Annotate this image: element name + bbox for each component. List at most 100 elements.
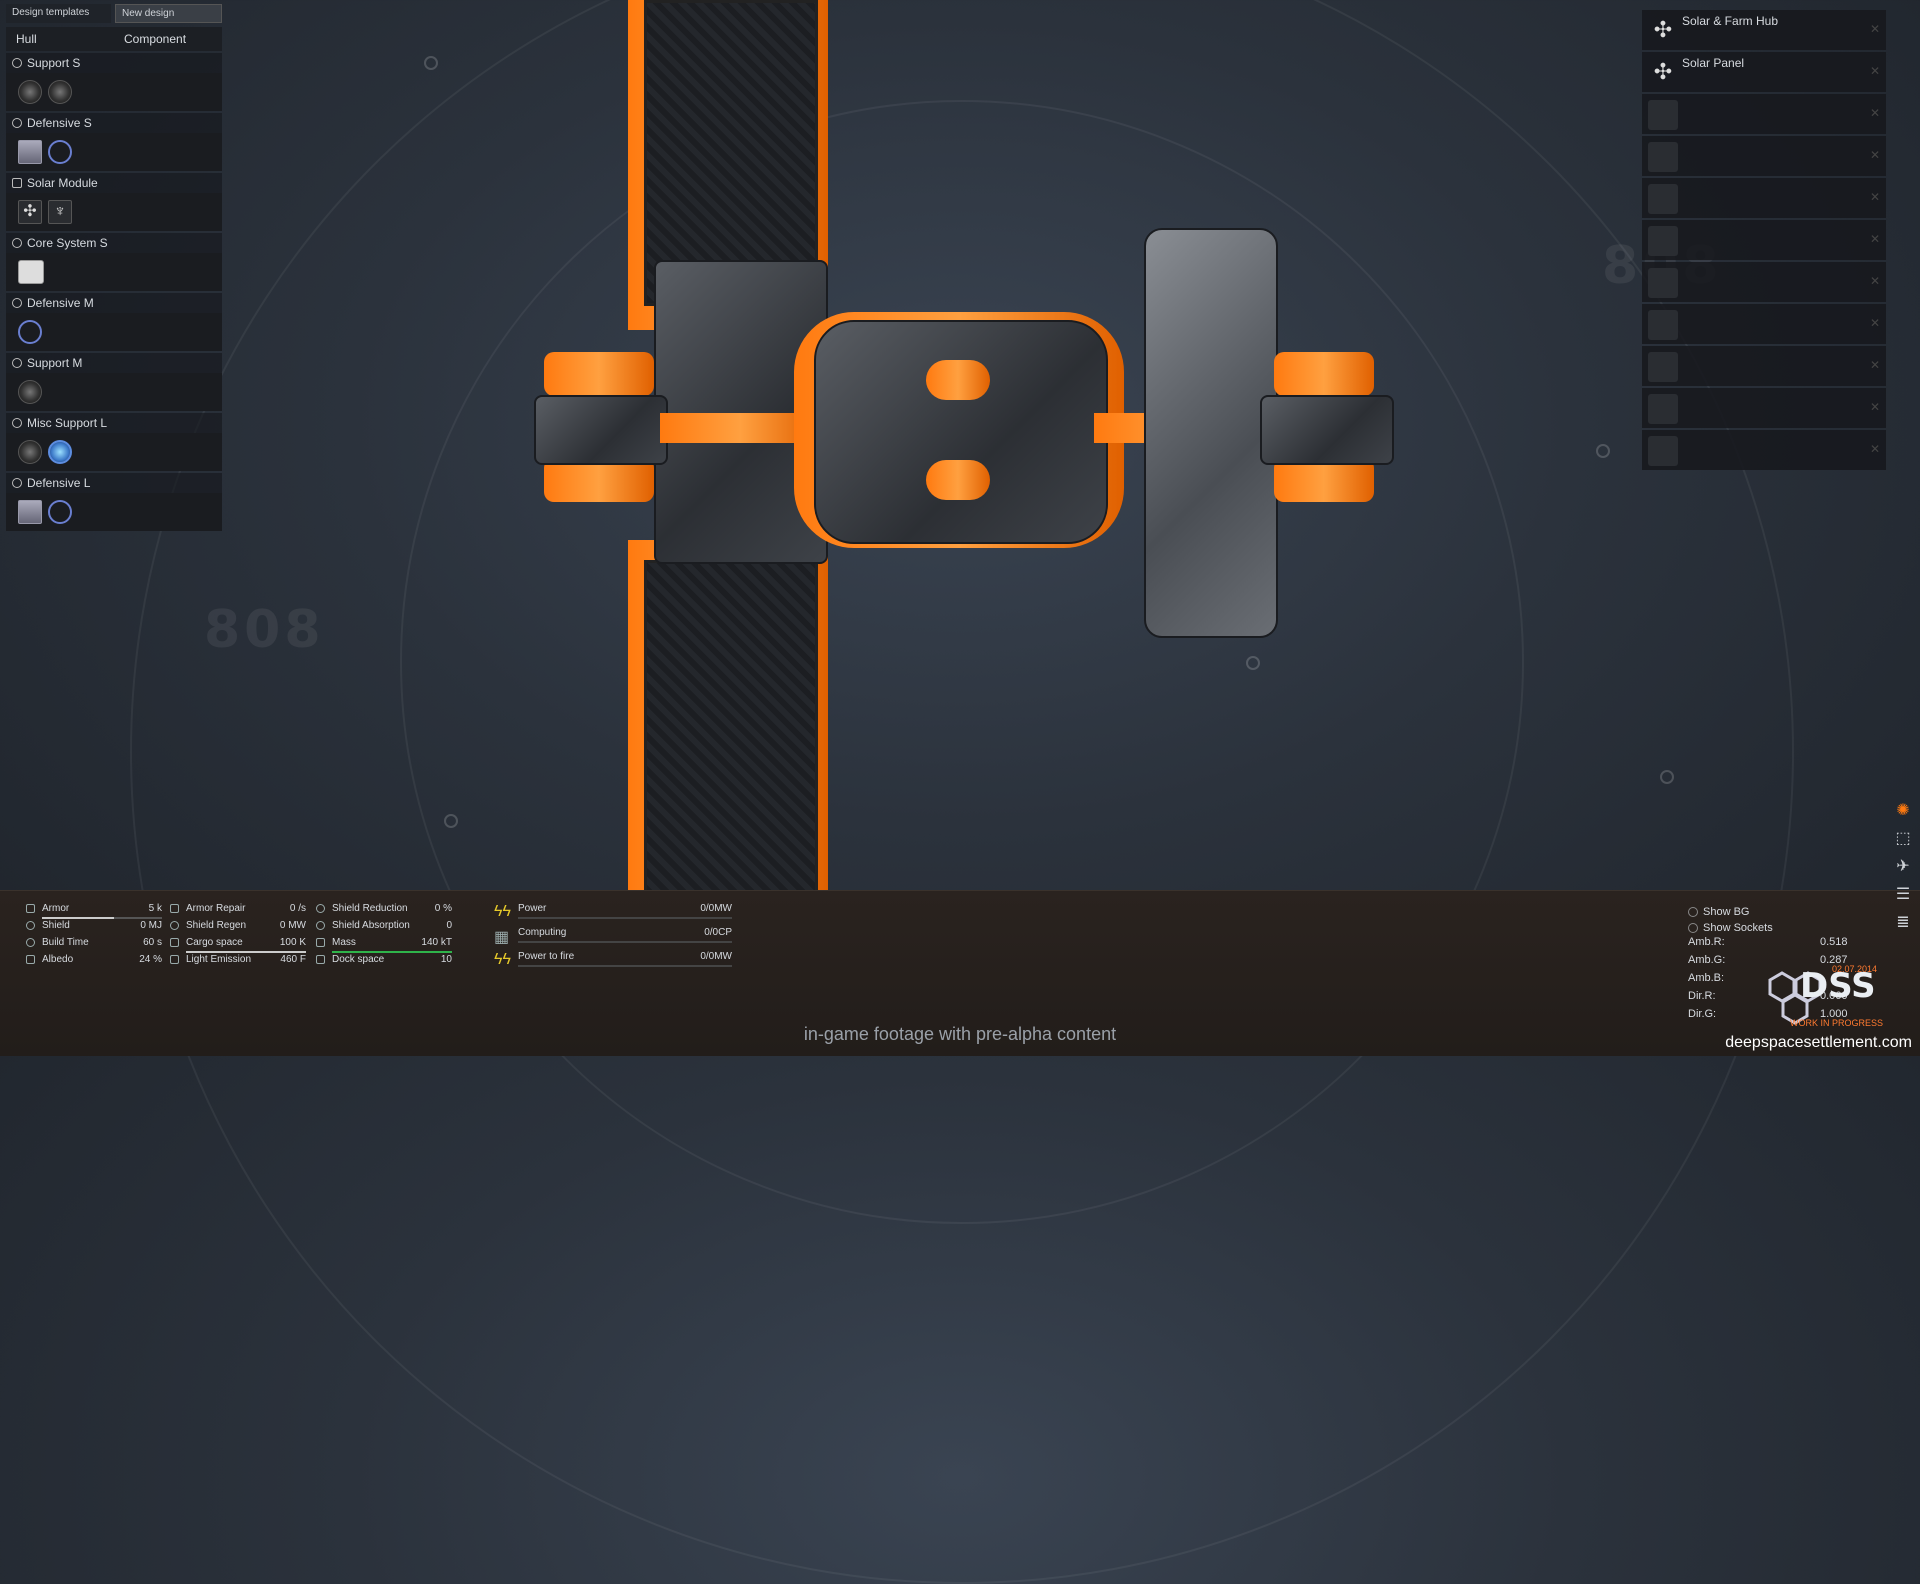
support-module-icon[interactable]: [18, 380, 42, 404]
slider-label: Dir.R:: [1688, 990, 1716, 1002]
tab-design-templates[interactable]: Design templates: [6, 4, 111, 23]
remove-icon[interactable]: ✕: [1869, 148, 1880, 162]
resource-name: Power to fire: [518, 951, 575, 962]
category-header[interactable]: Support M: [6, 353, 222, 373]
support-module-icon[interactable]: [18, 440, 42, 464]
empty-slot-icon: [1648, 268, 1678, 298]
shield-ring-icon[interactable]: [48, 500, 72, 524]
empty-slot[interactable]: ✕: [1642, 178, 1886, 218]
remove-icon[interactable]: ✕: [1869, 274, 1880, 288]
list-item[interactable]: ✣ Solar Panel ✕: [1642, 52, 1886, 92]
remove-icon[interactable]: ✕: [1869, 106, 1880, 120]
grid-select-icon[interactable]: ⬚: [1895, 830, 1911, 847]
render-options: Show BG Show Sockets Amb.R:0.518 Amb.G:0…: [1688, 904, 1868, 1026]
ship-icon[interactable]: ✈: [1896, 858, 1910, 875]
empty-slot[interactable]: ✕: [1642, 388, 1886, 428]
remove-icon[interactable]: ✕: [1869, 64, 1880, 78]
layers-icon[interactable]: ≣: [1896, 914, 1910, 931]
slider-amb-b[interactable]: Amb.B:: [1688, 972, 1868, 990]
list-icon[interactable]: ☰: [1895, 886, 1911, 903]
installed-components-list: ✣ Solar & Farm Hub ✕ ✣ Solar Panel ✕ ✕ ✕ ✕…: [1642, 10, 1886, 472]
empty-slot[interactable]: ✕: [1642, 304, 1886, 344]
background-dot: [1246, 656, 1260, 670]
footage-disclaimer: in-game footage with pre-alpha content: [803, 1024, 1117, 1044]
category-header[interactable]: Misc Support L: [6, 413, 222, 433]
toggle-label: Show BG: [1703, 906, 1750, 918]
farm-hub-icon[interactable]: ♆: [48, 200, 72, 224]
category-support-m: Support M: [6, 353, 222, 411]
category-header[interactable]: Core System S: [6, 233, 222, 253]
shield-ring-icon[interactable]: [48, 140, 72, 164]
remove-icon[interactable]: ✕: [1869, 22, 1880, 36]
stat-value: 24 %: [139, 954, 162, 965]
empty-slot[interactable]: ✕: [1642, 430, 1886, 470]
tab-new-design[interactable]: New design: [115, 4, 222, 23]
slider-dir-g[interactable]: Dir.G:1.000: [1688, 1008, 1868, 1026]
list-item-label: Solar & Farm Hub: [1682, 14, 1779, 28]
core-system-module-icon[interactable]: [18, 260, 44, 284]
slider-dir-r[interactable]: Dir.R:0.060: [1688, 990, 1868, 1008]
remove-icon[interactable]: ✕: [1869, 442, 1880, 456]
shield-ring-icon[interactable]: [18, 320, 42, 344]
radio-icon: [1688, 923, 1698, 933]
right-module: [1144, 228, 1278, 638]
tab-component[interactable]: Component: [124, 32, 187, 46]
toggle-show-sockets[interactable]: Show Sockets: [1688, 920, 1868, 936]
support-module-icon[interactable]: [48, 80, 72, 104]
dss-hex-logo: [1768, 971, 1822, 1025]
resource-name: Computing: [518, 927, 567, 938]
category-label: Support M: [27, 356, 83, 370]
shield-emitter-icon[interactable]: [48, 440, 72, 464]
stat-value: 140 kT: [421, 937, 452, 948]
empty-slot[interactable]: ✕: [1642, 262, 1886, 302]
remove-icon[interactable]: ✕: [1869, 190, 1880, 204]
repair-icon: [170, 904, 179, 913]
category-label: Misc Support L: [27, 416, 108, 430]
empty-slot[interactable]: ✕: [1642, 220, 1886, 260]
background-dot: [424, 56, 438, 70]
remove-icon[interactable]: ✕: [1869, 358, 1880, 372]
ship-viewport[interactable]: [534, 0, 1394, 896]
slider-amb-r[interactable]: Amb.R:0.518: [1688, 936, 1868, 954]
shield-icon: [26, 921, 35, 930]
stat-name: Shield: [42, 920, 70, 931]
remove-icon[interactable]: ✕: [1869, 232, 1880, 246]
shield-absorption-icon: [316, 921, 325, 930]
tab-hull[interactable]: Hull: [16, 32, 37, 46]
category-header[interactable]: Defensive L: [6, 473, 222, 493]
empty-slot-icon: [1648, 352, 1678, 382]
empty-slot[interactable]: ✕: [1642, 346, 1886, 386]
empty-slot-icon: [1648, 142, 1678, 172]
slider-value: 1.000: [1820, 1008, 1848, 1020]
stat-value: 460 F: [280, 954, 306, 965]
category-label: Core System S: [27, 236, 108, 250]
armor-plate-icon[interactable]: [18, 500, 42, 524]
category-header[interactable]: Solar Module: [6, 173, 222, 193]
remove-icon[interactable]: ✕: [1869, 316, 1880, 330]
remove-icon[interactable]: ✕: [1869, 400, 1880, 414]
armor-plate-icon[interactable]: [18, 140, 42, 164]
empty-slot[interactable]: ✕: [1642, 136, 1886, 176]
solar-panel-icon[interactable]: ✣: [18, 200, 42, 224]
mass-icon: [316, 938, 325, 947]
category-header[interactable]: Defensive S: [6, 113, 222, 133]
empty-slot[interactable]: ✕: [1642, 94, 1886, 134]
hub-core-top: [926, 360, 990, 400]
category-header[interactable]: Support S: [6, 53, 222, 73]
left-engine-trim-bottom: [544, 458, 654, 502]
slot-row: [6, 373, 222, 411]
background-dot: [1660, 770, 1674, 784]
stat-name: Cargo space: [186, 937, 243, 948]
sun-icon[interactable]: ✺: [1896, 802, 1910, 819]
list-item[interactable]: ✣ Solar & Farm Hub ✕: [1642, 10, 1886, 50]
slider-amb-g[interactable]: Amb.G:0.287: [1688, 954, 1868, 972]
category-header[interactable]: Defensive M: [6, 293, 222, 313]
toggle-show-bg[interactable]: Show BG: [1688, 904, 1868, 920]
stat-value: 100 K: [279, 937, 306, 948]
support-module-icon[interactable]: [18, 80, 42, 104]
stat-value: 0 %: [434, 903, 452, 914]
